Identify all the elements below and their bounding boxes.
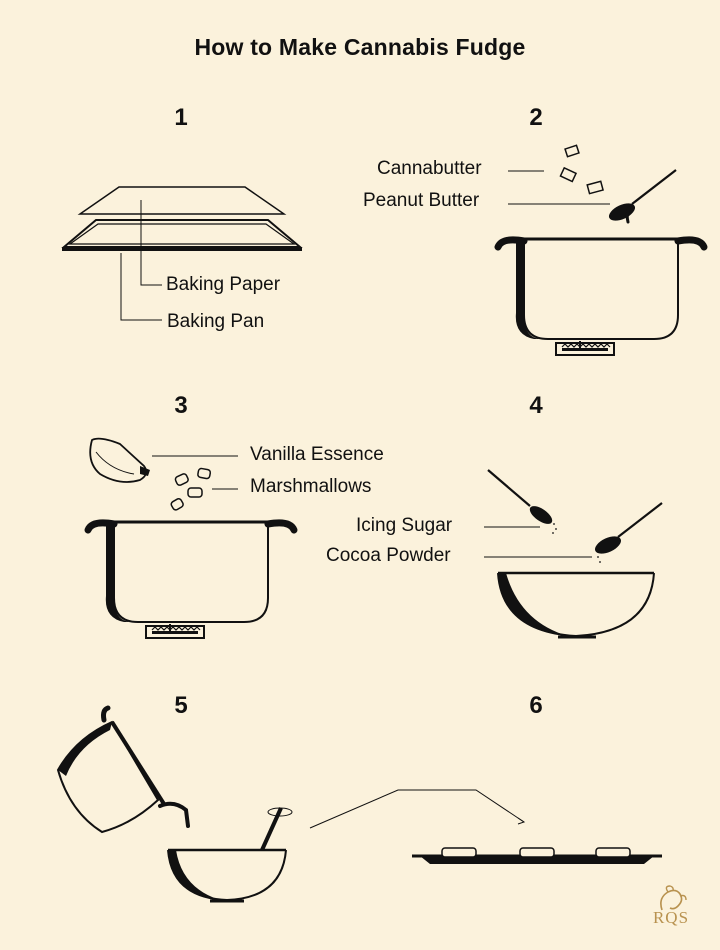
mixing-bowl-illustration [167,807,293,903]
icing-sugar-spoon [487,469,553,524]
step-2-number: 2 [529,104,543,131]
step-1-number: 1 [174,104,188,131]
page-title: How to Make Cannabis Fudge [194,34,526,60]
label-baking-pan: Baking Pan [167,311,265,332]
logo-text: RQS [652,908,690,927]
label-marshmallows: Marshmallows [250,476,372,497]
cannabutter-cubes [559,144,604,195]
step-4-number: 4 [529,392,543,419]
cocoa-powder-spoon [591,501,664,559]
step-2-pot-illustration [498,239,704,355]
step-3-pot-illustration [88,522,294,638]
step-4-bowl-illustration [497,571,655,639]
label-cocoa-powder: Cocoa Powder [326,545,451,566]
vanilla-bottle [89,437,150,483]
label-baking-paper: Baking Paper [166,274,281,295]
rqs-logo: RQS [640,884,702,934]
marshmallows [170,467,212,511]
step-5-number: 5 [174,692,188,719]
label-peanut-butter: Peanut Butter [363,190,480,211]
baking-pan-illustration [61,186,303,321]
label-icing-sugar: Icing Sugar [356,515,453,536]
step-3-number: 3 [174,392,188,419]
label-cannabutter: Cannabutter [377,158,482,179]
arrow-to-tray [309,789,526,829]
fudge-tray-illustration [412,847,662,864]
step-6-number: 6 [529,692,543,719]
lion-icon [660,885,687,911]
label-vanilla-essence: Vanilla Essence [250,444,384,465]
peanut-butter-spoon [605,168,678,226]
pouring-pot-illustration [56,705,190,834]
